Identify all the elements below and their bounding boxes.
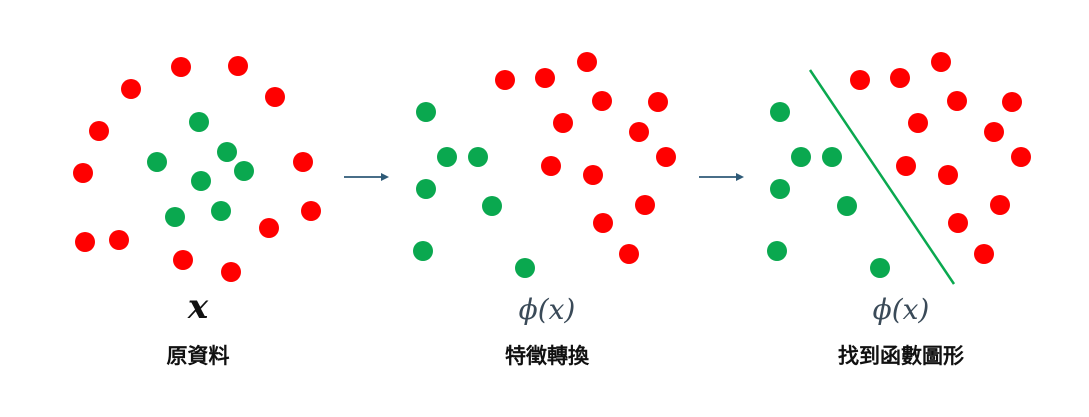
red-point xyxy=(228,56,248,76)
caption-find-function: 找到函數圖形 xyxy=(838,344,964,368)
red-point xyxy=(947,91,967,111)
red-point xyxy=(259,218,279,238)
green-point xyxy=(870,258,890,278)
green-point xyxy=(822,147,842,167)
red-point xyxy=(301,201,321,221)
green-point xyxy=(189,112,209,132)
red-point xyxy=(629,122,649,142)
red-point xyxy=(75,232,95,252)
red-point xyxy=(948,213,968,233)
math-label-x: x xyxy=(187,287,209,327)
green-point xyxy=(165,207,185,227)
green-point xyxy=(413,241,433,261)
math-label-phi-x: ϕ(x) xyxy=(519,293,576,326)
panel-feature-transform xyxy=(413,52,676,278)
caption-feature-transform: 特徵轉換 xyxy=(505,344,590,368)
green-point xyxy=(468,147,488,167)
red-point xyxy=(109,230,129,250)
green-point xyxy=(191,171,211,191)
red-point xyxy=(619,244,639,264)
red-point xyxy=(593,213,613,233)
red-point xyxy=(908,113,928,133)
green-point xyxy=(234,161,254,181)
green-point xyxy=(217,142,237,162)
green-point xyxy=(147,152,167,172)
red-point xyxy=(938,165,958,185)
green-point xyxy=(770,102,790,122)
green-point xyxy=(767,241,787,261)
red-point xyxy=(974,244,994,264)
green-point xyxy=(515,258,535,278)
red-point xyxy=(648,92,668,112)
panel-find-function xyxy=(767,52,1031,278)
panel-original-data xyxy=(73,56,321,282)
red-point xyxy=(896,156,916,176)
red-point xyxy=(990,195,1010,215)
caption-original-data: 原資料 xyxy=(167,344,230,368)
decision-boundary-line xyxy=(808,69,956,285)
red-point xyxy=(541,156,561,176)
red-point xyxy=(221,262,241,282)
red-point xyxy=(592,91,612,111)
green-point xyxy=(416,102,436,122)
red-point xyxy=(850,70,870,90)
green-point xyxy=(837,196,857,216)
red-point xyxy=(577,52,597,72)
red-point xyxy=(553,113,573,133)
green-point xyxy=(437,147,457,167)
green-point xyxy=(770,179,790,199)
green-point xyxy=(416,179,436,199)
arrow-1 xyxy=(344,173,389,181)
red-point xyxy=(1002,92,1022,112)
red-point xyxy=(495,70,515,90)
green-point xyxy=(791,147,811,167)
arrow-2 xyxy=(699,173,744,181)
red-point xyxy=(984,122,1004,142)
red-point xyxy=(583,165,603,185)
math-label-phi-x-2: ϕ(x) xyxy=(873,293,930,326)
red-point xyxy=(535,68,555,88)
red-point xyxy=(293,152,313,172)
red-point xyxy=(171,57,191,77)
red-point xyxy=(656,147,676,167)
red-point xyxy=(931,52,951,72)
red-point xyxy=(73,163,93,183)
green-point xyxy=(211,201,231,221)
red-point xyxy=(890,68,910,88)
red-point xyxy=(89,121,109,141)
red-point xyxy=(635,195,655,215)
green-point xyxy=(482,196,502,216)
red-point xyxy=(1011,147,1031,167)
red-point xyxy=(121,79,141,99)
red-point xyxy=(265,87,285,107)
red-point xyxy=(173,250,193,270)
